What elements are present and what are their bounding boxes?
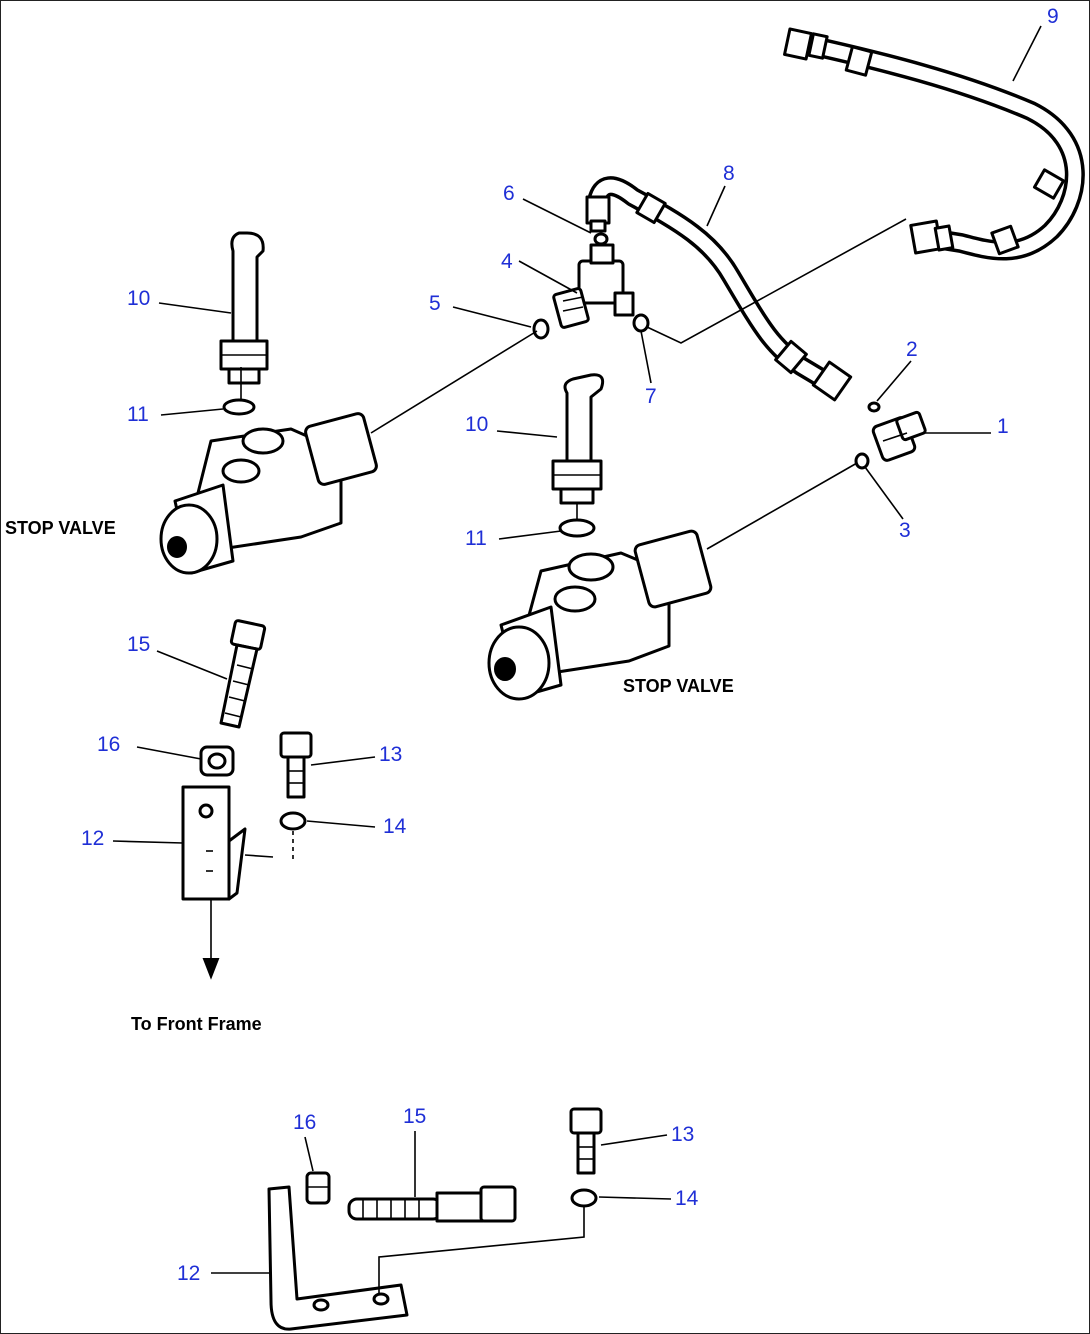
o-ring-2	[867, 401, 881, 413]
callout-2: 2	[906, 338, 918, 361]
callout-10-left: 10	[127, 287, 150, 310]
o-ring-11-right	[558, 518, 596, 538]
bolt-15-lower	[347, 1185, 517, 1223]
callout-9: 9	[1047, 5, 1059, 28]
bolt-13-upper	[279, 731, 313, 799]
callout-15-upper: 15	[127, 633, 150, 656]
pressure-switch-10-right	[551, 373, 605, 505]
bracket-12-upper	[181, 785, 274, 901]
o-ring-3	[854, 452, 870, 470]
bracket-12-lower	[267, 1185, 409, 1331]
washer-14-upper	[279, 811, 307, 831]
callout-1: 1	[997, 415, 1009, 438]
bolt-13-lower	[569, 1107, 603, 1175]
callout-13-lower: 13	[671, 1123, 694, 1146]
callout-16-lower: 16	[293, 1111, 316, 1134]
callout-10-right: 10	[465, 413, 488, 436]
o-ring-11-left	[222, 398, 256, 416]
callout-15-lower: 15	[403, 1105, 426, 1128]
callout-12-lower: 12	[177, 1262, 200, 1285]
callout-7: 7	[645, 385, 657, 408]
callout-8: 8	[723, 162, 735, 185]
o-ring-5	[532, 318, 550, 340]
callout-4: 4	[501, 250, 513, 273]
stop-valve-label-left: STOP VALVE	[5, 518, 116, 538]
callouts: 9 8 6 4 5 7 2 1 3 10 11 10 11 15 16 13 1…	[81, 5, 1059, 1285]
stop-valve-right	[487, 529, 713, 701]
tee-fitting-4	[552, 243, 635, 329]
o-ring-6	[593, 232, 609, 246]
hose-8	[585, 176, 853, 402]
pressure-switch-10-left	[219, 231, 269, 385]
leader-lines	[112, 25, 1042, 1274]
bolt-15-upper	[219, 619, 267, 729]
callout-3: 3	[899, 519, 911, 542]
callout-14-upper: 14	[383, 815, 407, 838]
stop-valve-label-right: STOP VALVE	[623, 676, 734, 696]
callout-14-lower: 14	[675, 1187, 699, 1210]
washer-14-lower	[570, 1188, 598, 1208]
callout-13-upper: 13	[379, 743, 402, 766]
callout-12-upper: 12	[81, 827, 104, 850]
callout-11-left: 11	[127, 403, 149, 426]
hose-9	[783, 27, 1085, 261]
callout-16-upper: 16	[97, 733, 120, 756]
callout-6: 6	[503, 182, 515, 205]
callout-5: 5	[429, 292, 441, 315]
front-frame-arrow-head	[202, 958, 220, 980]
washer-14-guide	[378, 1207, 585, 1293]
nut-16-lower	[305, 1171, 331, 1205]
o-ring-7	[632, 313, 650, 333]
elbow-fitting-1	[871, 410, 927, 462]
nut-16-upper	[199, 745, 235, 777]
callout-11-right: 11	[465, 527, 487, 550]
to-front-frame-label: To Front Frame	[131, 1014, 262, 1034]
stop-valve-left	[159, 412, 378, 575]
